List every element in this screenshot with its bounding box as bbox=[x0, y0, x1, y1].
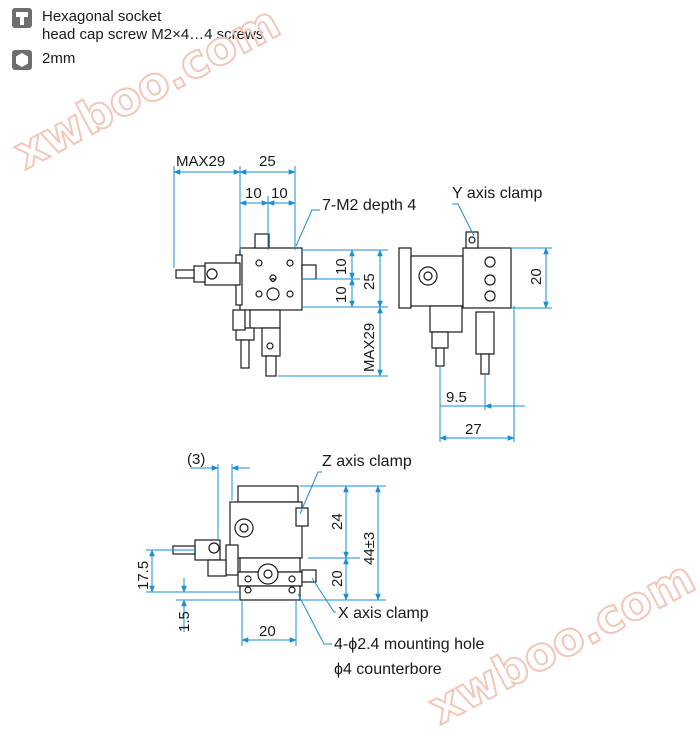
legend: Hexagonal socket head cap screw M2×4…4 s… bbox=[12, 8, 263, 76]
dim-height-1-5: 1.5 bbox=[176, 611, 193, 632]
dim-height-44: 44±3 bbox=[361, 532, 378, 565]
top-view: MAX29 25 10 10 7-M2 depth 4 10 10 25 MAX… bbox=[173, 153, 416, 377]
screw-legend-line1: Hexagonal socket bbox=[42, 8, 162, 25]
top-view-dimension-lines bbox=[173, 166, 388, 377]
dim-height-20-side: 20 bbox=[528, 268, 545, 285]
side-view-body bbox=[398, 231, 512, 375]
top-view-body bbox=[175, 233, 317, 377]
side-view-dimension-lines bbox=[439, 203, 552, 442]
watermark-top: xwboo.com bbox=[5, 0, 289, 180]
dim-width-27: 27 bbox=[465, 421, 482, 438]
counterbore-label: ϕ4 counterbore bbox=[334, 661, 442, 678]
dim-height-25: 25 bbox=[361, 273, 378, 290]
y-axis-clamp-label: Y axis clamp bbox=[452, 185, 543, 202]
tapped-holes-label: 7-M2 depth 4 bbox=[322, 197, 416, 214]
dim-pitch-10d: 10 bbox=[333, 286, 350, 303]
dim-height-24: 24 bbox=[329, 513, 346, 530]
hex-wrench-icon bbox=[12, 50, 32, 70]
front-view-body bbox=[172, 485, 317, 601]
dim-max29-vertical: MAX29 bbox=[361, 323, 378, 372]
legend-screw: Hexagonal socket head cap screw M2×4…4 s… bbox=[12, 8, 263, 44]
side-view: Y axis clamp 20 9.5 27 bbox=[398, 185, 552, 442]
dim-width-25: 25 bbox=[259, 153, 276, 170]
x-axis-clamp-label: X axis clamp bbox=[338, 605, 429, 622]
dim-pitch-10a: 10 bbox=[245, 185, 262, 202]
wrench-size: 2mm bbox=[42, 50, 76, 67]
z-axis-clamp-label: Z axis clamp bbox=[322, 453, 412, 470]
legend-wrench: 2mm bbox=[12, 50, 263, 70]
dim-height-17-5: 17.5 bbox=[135, 561, 152, 590]
dim-pitch-10c: 10 bbox=[333, 258, 350, 275]
dim-width-20-front: 20 bbox=[259, 623, 276, 640]
front-view-dimension-lines bbox=[146, 464, 386, 646]
dim-offset-9-5: 9.5 bbox=[446, 389, 467, 406]
hex-socket-screw-icon bbox=[12, 8, 32, 28]
mounting-hole-label: 4-ϕ2.4 mounting hole bbox=[334, 636, 484, 653]
screw-legend-line2: head cap screw M2×4…4 screws bbox=[42, 26, 264, 43]
dim-paren-3: (3) bbox=[187, 451, 205, 468]
front-view: (3) Z axis clamp 24 44±3 20 17.5 1.5 20 … bbox=[135, 451, 484, 678]
dim-pitch-10b: 10 bbox=[271, 185, 288, 202]
dim-height-20-front: 20 bbox=[329, 570, 346, 587]
dim-max29-horizontal: MAX29 bbox=[176, 153, 225, 170]
